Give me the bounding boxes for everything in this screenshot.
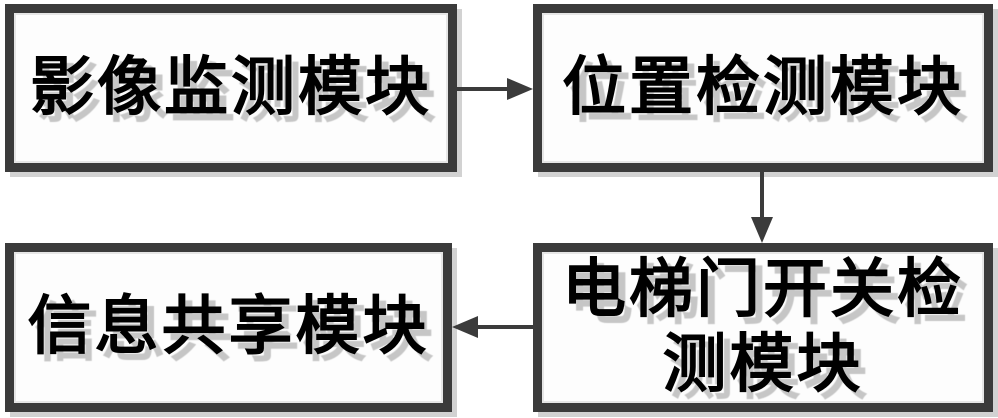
- box-label: 影像监测模块: [30, 49, 432, 125]
- box-label: 信息共享模块: [27, 289, 430, 365]
- box-label-line-1: 电梯门开关检: [562, 252, 964, 328]
- box-label: 位置检测模块: [562, 49, 964, 125]
- arrow-head-left-icon: [452, 316, 478, 338]
- arrow-line: [478, 325, 533, 329]
- connector-door-to-sharing: [452, 316, 533, 338]
- box-information-sharing-module: 信息共享模块: [5, 243, 452, 412]
- connector-position-to-door: [751, 172, 773, 243]
- box-label-line-2: 测模块: [662, 326, 864, 402]
- arrow-line: [457, 87, 507, 91]
- arrow-line: [760, 172, 764, 217]
- connector-monitoring-to-position: [457, 78, 533, 100]
- arrow-head-right-icon: [507, 78, 533, 100]
- box-label: 电梯门开关检 测模块: [562, 252, 964, 402]
- box-image-monitoring-module: 影像监测模块: [5, 4, 457, 172]
- box-elevator-door-switch-detection-module: 电梯门开关检 测模块: [533, 243, 993, 412]
- box-position-detection-module: 位置检测模块: [533, 4, 993, 172]
- arrow-head-down-icon: [751, 217, 773, 243]
